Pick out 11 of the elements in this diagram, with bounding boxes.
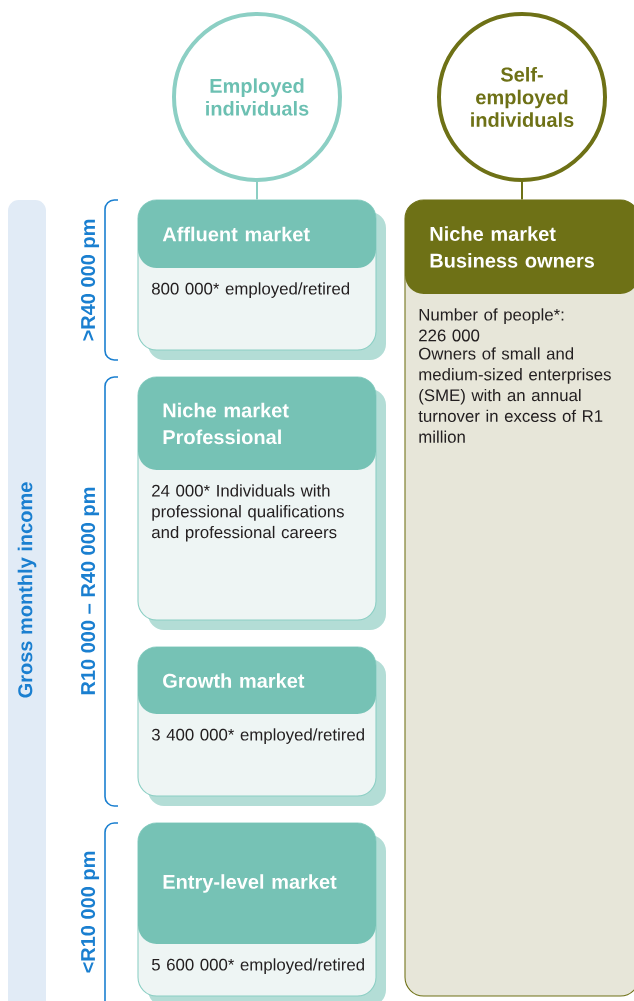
market-card: Niche market Business owners Number of people*: 226 000 Owners of small and medium-sized enterprises (SME) with an annual turnover in excess of R1 million bbox=[404, 199, 634, 997]
range-label: <R10 000 pm bbox=[80, 851, 100, 973]
connector-line bbox=[521, 181, 523, 201]
market-card: Growth market 3 400 000* employed/retired bbox=[137, 646, 386, 806]
market-card: Entry-level market 5 600 000* employed/retired bbox=[137, 822, 386, 1001]
market-card: Niche market Professional 24 000* Individuals with professional qualifications and professional careers bbox=[137, 376, 386, 630]
market-card: Affluent market 800 000* employed/retired bbox=[137, 199, 386, 360]
range-label: R10 000 – R40 000 pm bbox=[80, 487, 100, 695]
range-label: >R40 000 pm bbox=[80, 219, 100, 341]
connector-line bbox=[256, 181, 258, 201]
income-band: Gross monthly income bbox=[8, 200, 46, 1001]
